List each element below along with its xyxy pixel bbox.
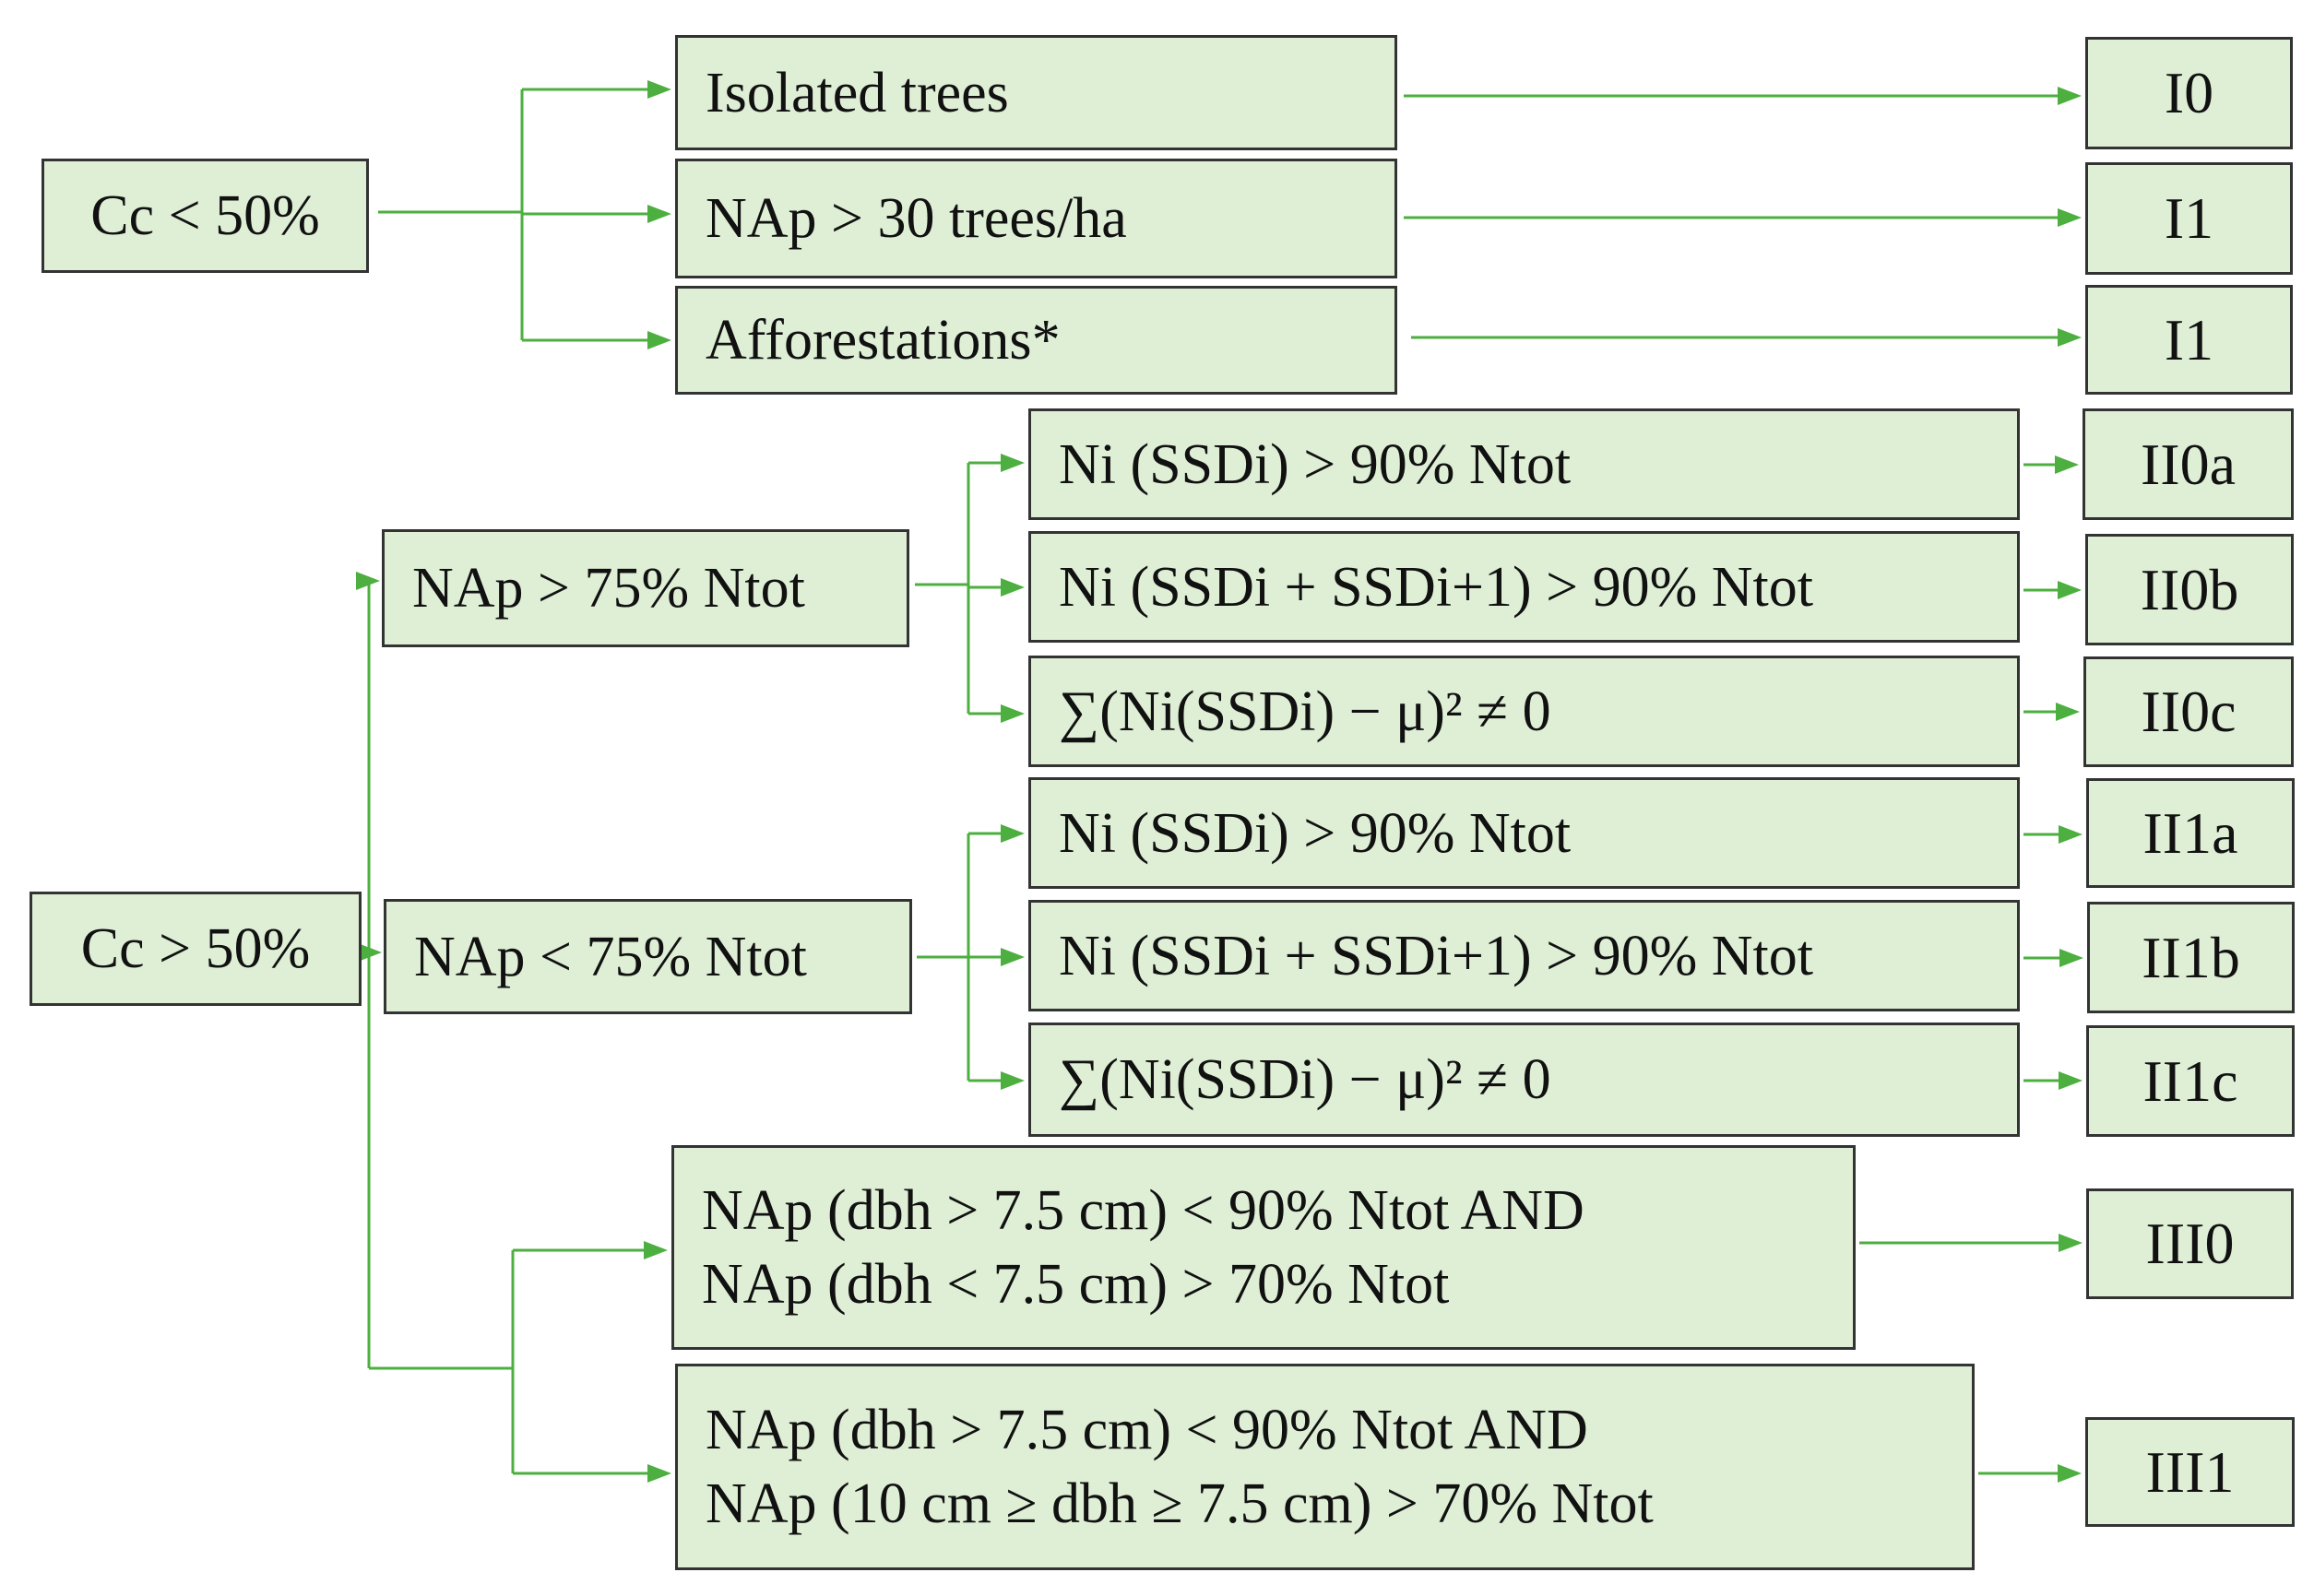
class-label-ii1c-text: II1c [2142, 1047, 2238, 1114]
condition-iii0: NAp (dbh > 7.5 cm) < 90% Ntot AND NAp (d… [671, 1145, 1856, 1350]
root-crown-cover-above-50-text: Cc > 50% [80, 917, 311, 980]
class-label-iii0: III0 [2086, 1188, 2294, 1299]
condition-ii1c-text: ∑(Ni(SSDi) − μ)² ≠ 0 [1059, 1048, 1551, 1111]
condition-iii1: NAp (dbh > 7.5 cm) < 90% Ntot AND NAp (1… [675, 1364, 1975, 1570]
arrowhead-17 [356, 572, 380, 590]
condition-iii0-line1: NAp (dbh > 7.5 cm) < 90% Ntot AND [702, 1179, 1584, 1242]
node-nap-above-75-ntot-text: NAp > 75% Ntot [412, 557, 805, 620]
condition-ii0c: ∑(Ni(SSDi) − μ)² ≠ 0 [1028, 656, 2020, 767]
arrowhead-13 [2058, 328, 2082, 347]
class-label-ii0a-text: II0a [2140, 431, 2237, 497]
condition-ii1a: Ni (SSDi) > 90% Ntot [1028, 777, 2020, 889]
node-isolated-trees: Isolated trees [675, 35, 1397, 150]
arrowhead-47 [2056, 703, 2080, 721]
arrowhead-57 [2058, 1464, 2082, 1483]
class-label-iii1: III1 [2085, 1417, 2295, 1527]
class-label-i0-text: I0 [2164, 60, 2214, 125]
condition-iii1-line2: NAp (10 cm ≥ dbh ≥ 7.5 cm) > 70% Ntot [706, 1472, 1654, 1535]
node-afforestations: Afforestations* [675, 286, 1397, 395]
class-label-ii0a: II0a [2083, 408, 2294, 520]
condition-ii1a-text: Ni (SSDi) > 90% Ntot [1059, 801, 1572, 865]
class-label-i1-density: I1 [2085, 162, 2293, 275]
arrowhead-23 [644, 1241, 668, 1259]
node-nap-above-75-ntot: NAp > 75% Ntot [382, 529, 909, 647]
condition-ii1b-text: Ni (SSDi + SSDi+1) > 90% Ntot [1059, 924, 1813, 987]
arrowhead-25 [647, 1464, 671, 1483]
class-label-ii1a-text: II1a [2142, 799, 2238, 866]
class-label-ii0b: II0b [2085, 534, 2294, 645]
node-nap-below-75-ntot: NAp < 75% Ntot [384, 899, 912, 1014]
root-crown-cover-above-50: Cc > 50% [30, 892, 362, 1006]
arrowhead-53 [2059, 1071, 2083, 1090]
arrowhead-11 [2058, 208, 2082, 227]
class-label-ii0c: II0c [2083, 656, 2294, 767]
arrowhead-29 [1001, 454, 1025, 472]
class-label-i1-density-text: I1 [2164, 185, 2214, 251]
node-isolated-trees-text: Isolated trees [706, 61, 1009, 124]
condition-iii0-line2: NAp (dbh < 7.5 cm) > 70% Ntot [702, 1253, 1450, 1316]
condition-iii1-line1: NAp (dbh > 7.5 cm) < 90% Ntot AND [706, 1399, 1588, 1461]
arrowhead-49 [2059, 825, 2083, 844]
arrowhead-9 [2058, 87, 2082, 105]
arrowhead-7 [647, 331, 671, 349]
condition-ii0a-text: Ni (SSDi) > 90% Ntot [1059, 432, 1572, 496]
node-nap-above-30-trees: NAp > 30 trees/ha [675, 159, 1397, 278]
arrowhead-3 [647, 80, 671, 99]
arrowhead-41 [1001, 1071, 1025, 1090]
arrowhead-55 [2059, 1234, 2083, 1252]
class-label-ii1a: II1a [2086, 778, 2295, 888]
class-label-i0: I0 [2085, 37, 2293, 149]
class-label-ii0b-text: II0b [2140, 556, 2239, 622]
condition-ii1b: Ni (SSDi + SSDi+1) > 90% Ntot [1028, 900, 2020, 1011]
arrowhead-51 [2059, 949, 2083, 967]
condition-ii0c-text: ∑(Ni(SSDi) − μ)² ≠ 0 [1059, 680, 1551, 743]
class-label-i1-afforestation-text: I1 [2164, 306, 2214, 372]
arrowhead-33 [1001, 704, 1025, 723]
arrowhead-19 [358, 943, 382, 962]
class-label-iii1-text: III1 [2145, 1438, 2235, 1505]
class-label-ii1c: II1c [2086, 1025, 2295, 1137]
arrowhead-31 [1001, 578, 1025, 597]
condition-ii1c: ∑(Ni(SSDi) − μ)² ≠ 0 [1028, 1023, 2020, 1137]
arrowhead-43 [2055, 455, 2079, 474]
arrowhead-37 [1001, 824, 1025, 843]
class-label-ii1b: II1b [2087, 902, 2295, 1013]
condition-ii0b-text: Ni (SSDi + SSDi+1) > 90% Ntot [1059, 555, 1813, 619]
node-nap-below-75-ntot-text: NAp < 75% Ntot [414, 925, 807, 988]
condition-ii0a: Ni (SSDi) > 90% Ntot [1028, 408, 2020, 520]
node-nap-above-30-trees-text: NAp > 30 trees/ha [706, 187, 1127, 250]
node-afforestations-text: Afforestations* [706, 309, 1061, 372]
arrowhead-39 [1001, 948, 1025, 966]
class-label-i1-afforestation: I1 [2085, 285, 2293, 395]
root-crown-cover-below-50: Cc < 50% [42, 159, 369, 273]
class-label-ii0c-text: II0c [2141, 679, 2237, 744]
class-label-ii1b-text: II1b [2142, 924, 2240, 990]
class-label-iii0-text: III0 [2145, 1211, 2235, 1276]
condition-ii0b: Ni (SSDi + SSDi+1) > 90% Ntot [1028, 531, 2020, 643]
root-crown-cover-below-50-text: Cc < 50% [90, 184, 320, 247]
arrowhead-45 [2058, 581, 2082, 599]
arrowhead-5 [647, 205, 671, 223]
